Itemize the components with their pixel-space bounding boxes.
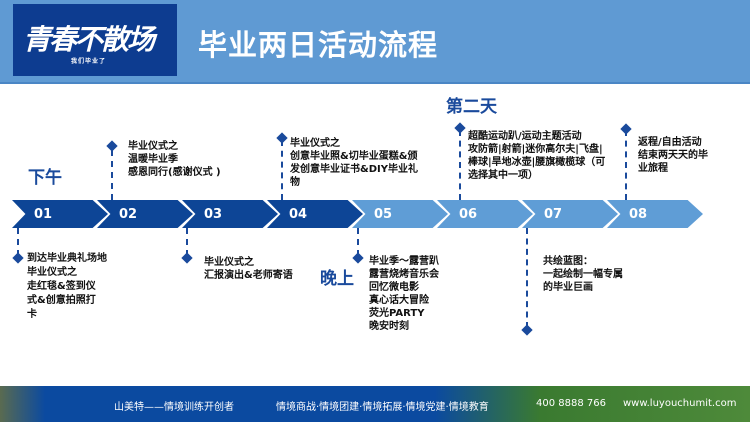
footer-bar: 山美特——情境训练开创者 情境商战·情境团建·情境拓展·情境党建·情境教育 40…: [0, 386, 750, 422]
diamond-icon: [12, 252, 24, 264]
page-title: 毕业两日活动流程: [198, 28, 439, 62]
footer-phone: 400 8888 766: [536, 398, 606, 409]
diamond-icon: [352, 252, 364, 264]
diamond-icon: [620, 123, 632, 135]
step-07-text: 共绘蓝图： 一起绘制一幅专属 的毕业巨画: [543, 256, 623, 293]
connector-07: [526, 228, 528, 328]
connector-01: [17, 228, 19, 256]
day2-label: 第二天: [446, 97, 497, 117]
step-04-text: 毕业仪式之 创意毕业照&切毕业蛋糕&颁 发创意毕业证书&DIY毕业礼 物: [290, 138, 418, 188]
step-06: 06: [437, 200, 533, 228]
step-08: 08: [607, 200, 703, 228]
step-07: 07: [522, 200, 618, 228]
connector-08: [625, 130, 627, 200]
diamond-icon: [106, 140, 118, 152]
step-01-text: 到达毕业典礼场地 毕业仪式之 走红毯&签到仪 式&创意拍照打 卡: [27, 253, 107, 320]
header-bar: 青春不散场我们毕业了 毕业两日活动流程: [0, 0, 750, 84]
step-02-text: 毕业仪式之 温暖毕业季 感恩同行(感谢仪式 ): [128, 141, 221, 178]
step-03-text: 毕业仪式之 汇报演出&老师寄语: [204, 257, 293, 281]
footer-services: 情境商战·情境团建·情境拓展·情境党建·情境教育: [276, 402, 489, 413]
diamond-icon: [276, 132, 288, 144]
connector-05: [357, 228, 359, 256]
footer-brand: 山美特——情境训练开创者: [114, 402, 234, 413]
footer-url[interactable]: www.luyouchumit.com: [623, 398, 737, 409]
connector-03: [186, 228, 188, 256]
step-02: 02: [97, 200, 193, 228]
connector-02: [111, 150, 113, 200]
evening-label: 晚上: [320, 269, 354, 289]
afternoon-label: 下午: [28, 168, 62, 188]
step-06-text: 超酷运动趴/运动主题活动 攻防箭|射箭|迷你高尔夫|飞盘| 棒球|旱地冰壶|腰旗…: [468, 131, 606, 181]
step-04: 04: [267, 200, 363, 228]
diamond-icon: [454, 122, 466, 134]
step-08-text: 返程/自由活动 结束两天天的毕 业旅程: [638, 137, 708, 174]
diamond-icon: [181, 252, 193, 264]
step-05-text: 毕业季～露营趴 露营烧烤音乐会 回忆微电影 真心话大冒险 荧光PARTY 晚安时…: [369, 256, 439, 332]
connector-04: [281, 140, 283, 200]
step-01: 01: [12, 200, 108, 228]
step-03: 03: [182, 200, 278, 228]
connector-06: [459, 130, 461, 200]
step-05: 05: [352, 200, 448, 228]
logo: 青春不散场我们毕业了: [13, 4, 177, 76]
diamond-icon: [521, 324, 533, 336]
